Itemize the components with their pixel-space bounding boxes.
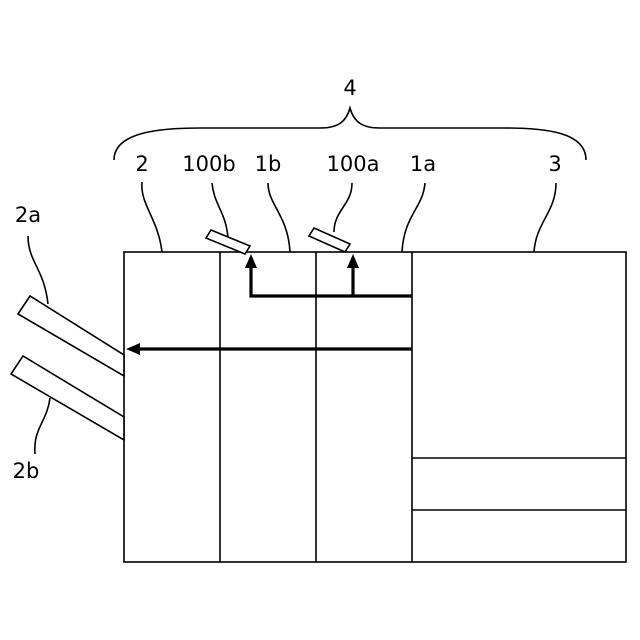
label-tray-2a: 2a xyxy=(15,203,41,227)
label-unit-1b: 1b xyxy=(255,152,282,176)
apparatus-housing xyxy=(124,252,626,562)
leader-line-1b xyxy=(268,183,290,252)
leader-line-2 xyxy=(142,182,162,252)
label-unit-1a: 1a xyxy=(410,152,436,176)
label-tray-2b: 2b xyxy=(13,459,40,483)
leader-line-100b xyxy=(212,183,228,238)
leader-line-2b xyxy=(35,398,50,454)
leader-line-3 xyxy=(534,183,556,252)
top-tray-100a xyxy=(309,228,350,252)
label-system-4: 4 xyxy=(343,76,356,100)
label-unit-100a: 100a xyxy=(327,152,380,176)
label-unit-100b: 100b xyxy=(182,152,235,176)
label-unit-2: 2 xyxy=(135,152,148,176)
output-tray-2b xyxy=(11,356,124,440)
label-unit-3: 3 xyxy=(548,152,561,176)
leader-line-2a xyxy=(28,236,48,304)
leader-line-100a xyxy=(334,183,352,232)
leader-line-1a xyxy=(402,183,425,252)
